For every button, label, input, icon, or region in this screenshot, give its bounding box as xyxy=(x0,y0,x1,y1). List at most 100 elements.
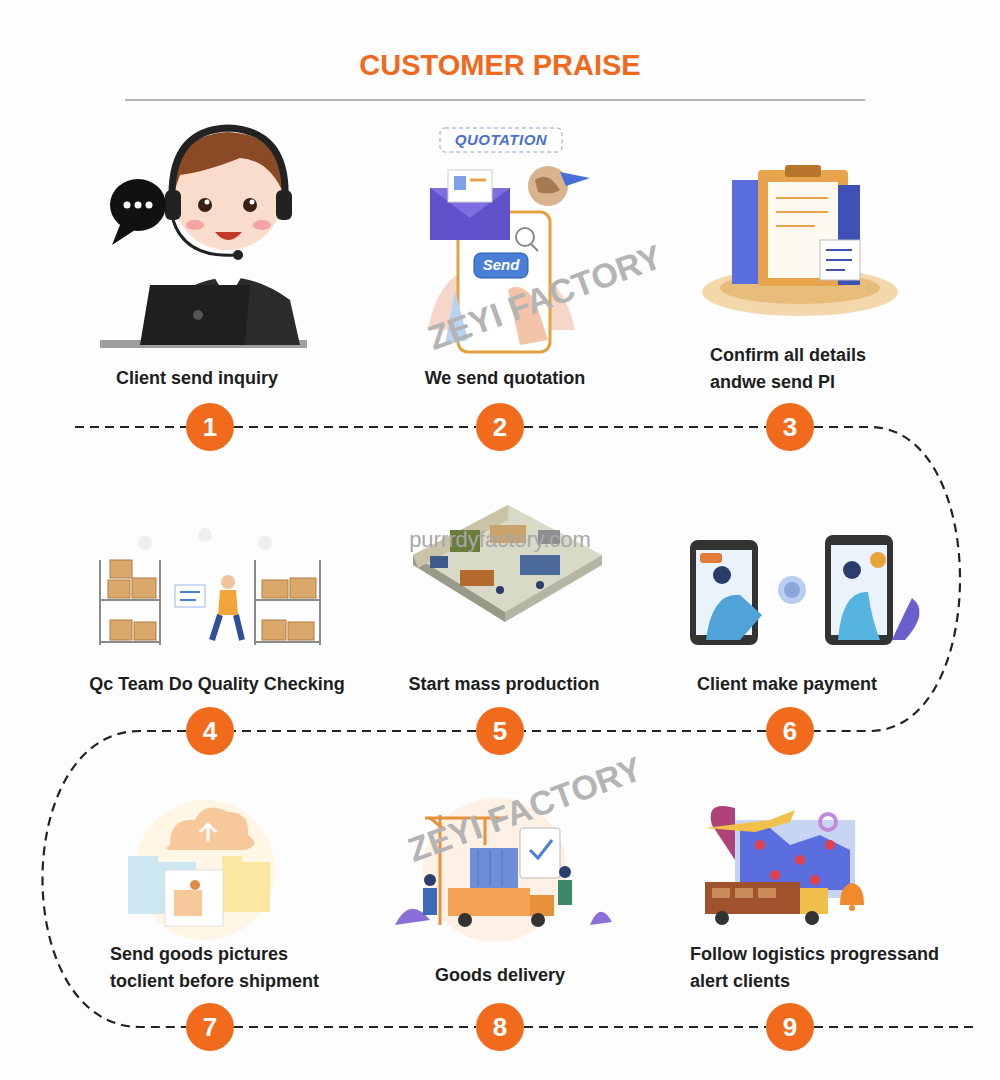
path-tails-part xyxy=(814,1026,975,1028)
warehouse-part-part xyxy=(99,560,101,645)
step-circle: 7 xyxy=(186,1003,234,1051)
delivery-part xyxy=(558,880,572,905)
logistics-illustration xyxy=(705,806,864,925)
payment-part xyxy=(838,592,880,640)
warehouse-part-part xyxy=(258,536,272,550)
delivery-part xyxy=(530,895,554,916)
warehouse-part-part xyxy=(290,578,316,598)
logistics-part-part xyxy=(758,888,776,898)
warehouse-part-part xyxy=(254,560,256,645)
logistics-part-part xyxy=(712,888,730,898)
logistics-part xyxy=(800,888,828,914)
step-number: 1 xyxy=(203,412,217,443)
path-tails-part xyxy=(75,426,186,428)
dashed-connector xyxy=(234,426,476,428)
quotation-part xyxy=(440,128,562,152)
upload-part xyxy=(200,824,216,842)
logistics-part-part xyxy=(735,888,753,898)
agent-part xyxy=(165,190,181,220)
delivery-part-part xyxy=(478,850,479,886)
step-circle: 9 xyxy=(766,1003,814,1051)
payment-part xyxy=(713,566,731,584)
documents-part-part xyxy=(826,259,852,261)
illustration-text: Send xyxy=(474,254,528,276)
warehouse-part-part xyxy=(159,560,161,645)
warehouse-part-part xyxy=(100,599,160,601)
factory-part xyxy=(505,555,602,622)
payment-part xyxy=(870,552,886,568)
logistics-part xyxy=(849,905,855,911)
logistics-part xyxy=(840,883,864,905)
payment-part xyxy=(784,582,800,598)
delivery-part xyxy=(478,850,502,886)
warehouse-part-part xyxy=(132,578,156,598)
step-label: Follow logistics progressand alert clien… xyxy=(690,941,940,995)
documents-part xyxy=(820,240,860,280)
warehouse-part-part xyxy=(100,641,160,643)
dashed-connector xyxy=(524,426,766,428)
agent-part xyxy=(253,220,271,230)
upload-part xyxy=(128,856,158,864)
payment-part xyxy=(825,535,893,645)
logistics-part xyxy=(820,814,836,830)
warehouse-part-part xyxy=(180,591,200,593)
logistics-part-part xyxy=(795,855,805,865)
upload-illustration xyxy=(128,800,275,940)
factory-part xyxy=(460,570,494,586)
factory-part xyxy=(496,586,504,594)
dashed-connector xyxy=(234,1026,476,1028)
warehouse-part-part xyxy=(262,580,288,598)
step-number: 2 xyxy=(493,412,507,443)
warehouse-part-part xyxy=(138,536,152,550)
step-label: Send goods pictures toclient before ship… xyxy=(110,941,355,995)
agent-part xyxy=(173,220,235,255)
documents-part xyxy=(785,165,821,177)
delivery-part xyxy=(470,848,518,888)
warehouse-part-part xyxy=(255,641,320,643)
warehouse-part-part xyxy=(319,560,321,645)
documents-part xyxy=(826,250,852,270)
documents-part-part xyxy=(776,225,815,227)
delivery-part xyxy=(424,874,436,886)
step-label: We send quotation xyxy=(385,365,625,392)
upload-part xyxy=(165,870,223,926)
upload-part xyxy=(190,880,200,890)
warehouse-part-part xyxy=(110,620,132,640)
factory-part xyxy=(520,555,560,575)
step-label: Start mass production xyxy=(374,671,634,698)
step-number: 8 xyxy=(493,1012,507,1043)
logistics-part xyxy=(705,810,795,832)
dashed-connector xyxy=(524,730,766,732)
quotation-part xyxy=(516,228,534,246)
logistics-part xyxy=(705,882,800,914)
warehouse-part xyxy=(221,575,235,589)
agent-part xyxy=(140,285,250,345)
delivery-part xyxy=(559,866,571,878)
step-circle: 4 xyxy=(186,707,234,755)
quotation-part xyxy=(531,244,538,251)
step-number: 7 xyxy=(203,1012,217,1043)
diagram-title: CUSTOMER PRAISE xyxy=(0,49,1000,82)
delivery-part xyxy=(530,840,552,858)
delivery-part xyxy=(458,913,472,927)
logistics-part xyxy=(711,806,735,860)
documents-part-part xyxy=(826,269,845,271)
warehouse-illustration xyxy=(100,528,320,645)
step-label: Client send inquiry xyxy=(77,365,317,392)
step-circle: 6 xyxy=(766,707,814,755)
documents-part xyxy=(776,198,828,226)
warehouse-part-part xyxy=(108,580,130,598)
payment-part xyxy=(843,561,861,579)
warehouse-part-part xyxy=(180,599,196,601)
agent-part xyxy=(186,220,204,230)
dashed-connector xyxy=(524,1026,766,1028)
delivery-part xyxy=(448,888,530,916)
warehouse-part-part xyxy=(262,620,286,640)
step-circle: 1 xyxy=(186,403,234,451)
step-label: Client make payment xyxy=(657,671,917,698)
agent-part xyxy=(276,190,292,220)
quotation-part xyxy=(470,179,486,182)
quotation-part xyxy=(454,176,466,190)
step-circle: 2 xyxy=(476,403,524,451)
